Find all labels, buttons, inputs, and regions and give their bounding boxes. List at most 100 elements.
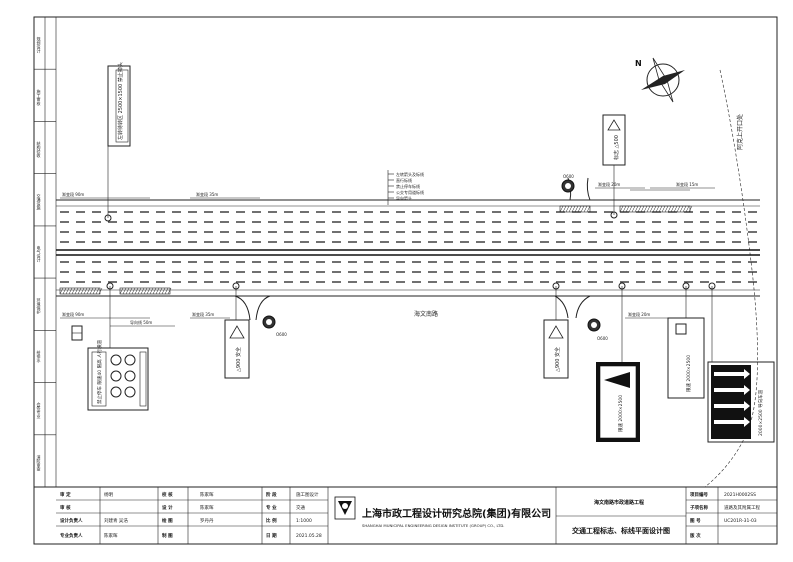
company-name-cn: 上海市政工程设计研究总院(集团)有限公司 <box>362 507 551 520</box>
sign-text: 标志 △500 <box>613 135 620 160</box>
road-name: 海文南路 <box>414 310 438 318</box>
title-block-label: 制 图 <box>162 532 173 539</box>
title-block-label: 设计负责人 <box>60 517 83 524</box>
side-strip-label: 施工审核 <box>37 88 42 106</box>
side-strip-label: 会签专业 <box>37 401 42 418</box>
side-strip-label: 电气设计 <box>37 245 42 263</box>
title-block-value: 施工图设计 <box>296 491 319 498</box>
round-marker: O600 <box>587 318 608 341</box>
notes-callout: 左转箭头及标线 直行标线 禁止停车标线 公交专用道标线 导向箭头 <box>387 170 424 205</box>
road-plan <box>56 177 760 321</box>
sign-board-bottom-left: △900 安全 <box>224 282 250 379</box>
title-block-label: 专业负责人 <box>60 532 83 539</box>
note-text: 左转箭头及标线 <box>396 171 424 177</box>
title-block-value: 陈家晖 <box>104 532 118 539</box>
dim-label: 渐变段 20m <box>628 311 650 317</box>
round-marker: O600 <box>262 315 287 337</box>
sign-board-bottom-right-black: 限速 2000×2500 <box>596 362 640 442</box>
marker-label: O600 <box>276 332 287 337</box>
title-block-label: 绘 图 <box>162 517 173 524</box>
dim-label: 渐变段 35m <box>192 311 214 317</box>
north-label: N <box>635 59 642 68</box>
height-limit-icon <box>124 370 136 382</box>
pedestrian-icon <box>124 386 136 398</box>
sign-text: 限速 2000×2500 <box>685 355 692 392</box>
sign-board-multi: 禁止停车 限速40 限高 人行横道 <box>87 282 149 411</box>
road-label-right: 阿克上开口处 <box>736 114 744 150</box>
small-sign-left <box>71 325 83 341</box>
side-strip-label: 规划设计 <box>37 36 42 54</box>
dim-label: 渐变段 20m <box>598 181 620 187</box>
title-block-label: 比 例 <box>266 517 277 524</box>
title-block: 上海市政工程设计研究总院(集团)有限公司 SHANGHAI MUNICIPAL … <box>34 486 777 545</box>
title-block-label: 子项名称 <box>690 504 708 511</box>
company-name-en: SHANGHAI MUNICIPAL ENGINEERING DESIGN IN… <box>362 523 505 528</box>
title-block-value: 交通 <box>296 504 305 511</box>
dim-label: 导向线 50m <box>130 319 152 325</box>
title-block-label: 项目编号 <box>690 491 708 498</box>
sign-text: 左转待转区 2500×1500 禁止掉头 <box>117 62 124 140</box>
title-block-value: 2021H0002SS <box>724 492 756 498</box>
project-name: 海文南路市政道路工程 <box>594 499 644 506</box>
marker-label: O600 <box>563 174 574 179</box>
dimension-lines: 渐变段 90m 渐变段 35m 渐变段 20m 渐变段 15m 渐变段 90m … <box>60 181 715 327</box>
title-block-value: 刘建青 吴浩 <box>104 517 128 524</box>
speed-limit-icon <box>110 354 122 366</box>
sign-text: △900 安全 <box>554 347 561 372</box>
road-edge-right <box>704 69 758 488</box>
sign-text: 2000×2500 导向车道 <box>757 389 764 436</box>
warning-triangle-icon <box>229 325 245 339</box>
title-block-value: 陈家晖 <box>200 491 214 498</box>
title-block-label: 版 次 <box>690 532 701 539</box>
sign-text: 禁止停车 限速40 限高 人行横道 <box>96 339 103 404</box>
title-block-label: 阶 段 <box>266 491 277 498</box>
sign-text: △900 安全 <box>235 347 242 372</box>
side-strip-label: 结构验收 <box>37 140 42 158</box>
title-block-label: 日 期 <box>266 532 277 539</box>
no-entry-icon <box>110 370 122 382</box>
title-block-value: 罗丹丹 <box>200 518 214 524</box>
drawing-title: 交通工程标志、标线平面设计图 <box>572 526 670 535</box>
title-block-label: 校 核 <box>162 491 173 498</box>
note-text: 导向箭头 <box>396 195 412 201</box>
company-logo-icon <box>334 496 356 520</box>
side-strip-label: 给排水 <box>37 349 42 362</box>
dim-label: 渐变段 35m <box>196 191 218 197</box>
sign-board-bottom-mid: △900 安全 <box>543 282 569 379</box>
side-strip-label: 环境保护 <box>37 298 42 315</box>
note-text: 禁止停车标线 <box>396 183 420 189</box>
note-text: 公交专用道标线 <box>396 189 424 195</box>
dim-label: 渐变段 15m <box>676 181 698 187</box>
title-block-label: 设 计 <box>162 504 173 511</box>
direction-arrow-icon <box>604 372 630 388</box>
side-strip-label: 交通设施 <box>37 192 42 210</box>
marker-label: O600 <box>597 336 608 341</box>
warning-triangle-icon <box>607 119 621 131</box>
title-block-value: 1:1000 <box>296 518 312 524</box>
title-block-label: 审 核 <box>60 504 71 511</box>
title-block-value: 杨明 <box>104 491 113 498</box>
dim-label: 渐变段 90m <box>62 191 84 197</box>
signal-icon <box>675 323 687 335</box>
title-block-label: 审 定 <box>60 491 71 498</box>
title-block-value: 2021.05.28 <box>296 533 322 539</box>
no-horn-icon <box>110 386 122 398</box>
sign-text: 限速 2000×2500 <box>617 395 624 432</box>
round-marker: O600 <box>561 174 575 193</box>
sign-board-bottom-right-big: 2000×2500 导向车道 <box>707 282 775 443</box>
title-block-label: 图 号 <box>690 517 701 524</box>
title-block-value: 道路及其附属工程 <box>724 504 760 511</box>
sign-board-top-right: 标志 △500 <box>602 114 626 219</box>
sign-board-top-left: 左转待转区 2500×1500 禁止掉头 <box>104 62 131 222</box>
no-parking-icon <box>124 354 136 366</box>
title-block-value: UC201R-31-03 <box>724 518 757 524</box>
note-text: 直行标线 <box>396 177 412 183</box>
title-block-label: 专 业 <box>266 504 277 511</box>
side-strip-label: 消防审查 <box>37 453 42 471</box>
title-block-value: 陈家晖 <box>200 504 214 511</box>
north-arrow-icon: N <box>635 57 685 103</box>
sign-board-bottom-right-small: 限速 2000×2500 <box>618 282 705 399</box>
dim-label: 渐变段 90m <box>62 311 84 317</box>
